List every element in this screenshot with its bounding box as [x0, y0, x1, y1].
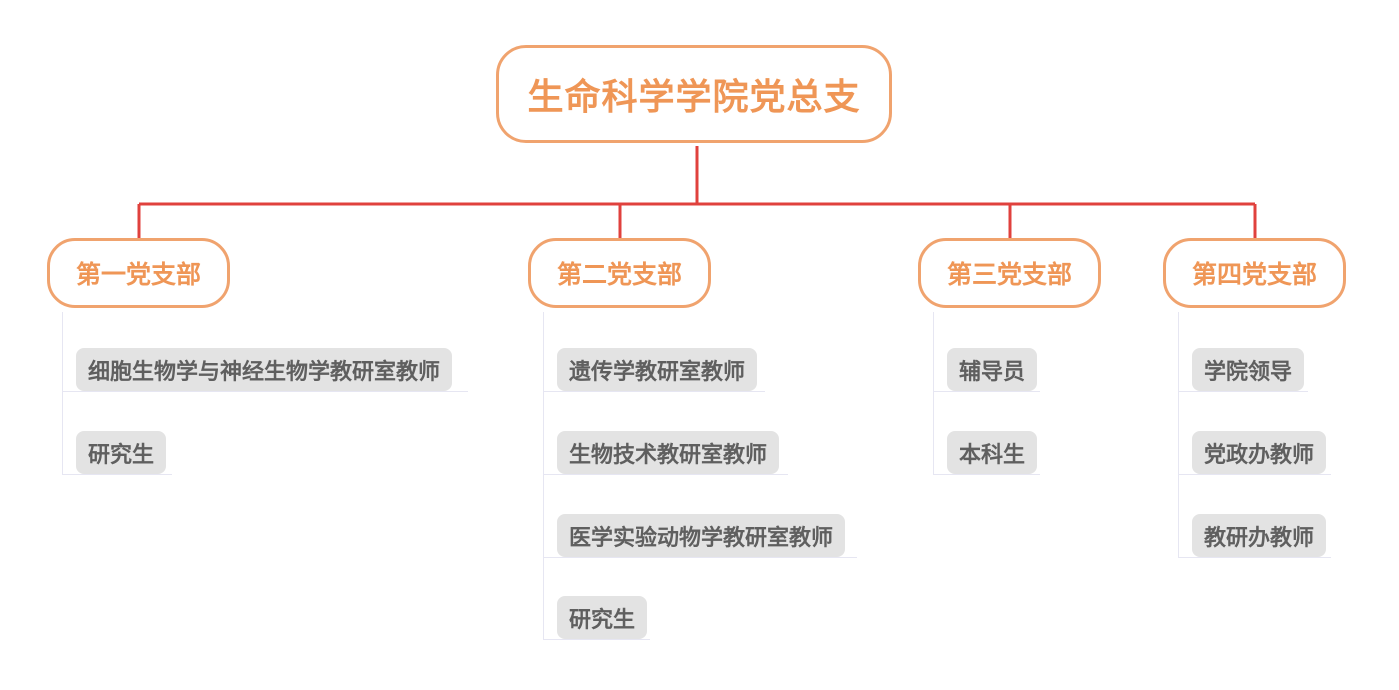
leaf-underline	[543, 639, 650, 640]
branch-node-3[interactable]: 第三党支部	[918, 238, 1101, 308]
leaf-node[interactable]: 本科生	[947, 431, 1038, 474]
leaf-node[interactable]: 遗传学教研室教师	[557, 348, 758, 391]
leaf-underline	[62, 391, 468, 392]
branch-node-1[interactable]: 第一党支部	[47, 238, 230, 308]
leaf-node[interactable]: 医学实验动物学教研室教师	[557, 514, 846, 557]
leaf-underline	[543, 391, 765, 392]
branch-node-4[interactable]: 第四党支部	[1163, 238, 1346, 308]
leaf-underline	[543, 474, 788, 475]
branch-4-child-line	[1178, 312, 1179, 557]
leaf-underline	[62, 474, 172, 475]
leaf-underline	[1178, 474, 1331, 475]
leaf-underline	[1178, 557, 1331, 558]
leaf-node[interactable]: 研究生	[557, 596, 648, 639]
leaf-node[interactable]: 党政办教师	[1192, 431, 1327, 474]
leaf-node[interactable]: 研究生	[76, 431, 167, 474]
branch-2-child-line	[543, 312, 544, 639]
branch-node-2[interactable]: 第二党支部	[528, 238, 711, 308]
leaf-node[interactable]: 细胞生物学与神经生物学教研室教师	[76, 348, 453, 391]
leaf-node[interactable]: 学院领导	[1192, 348, 1305, 391]
leaf-underline	[543, 557, 857, 558]
leaf-node[interactable]: 生物技术教研室教师	[557, 431, 780, 474]
leaf-underline	[1178, 391, 1308, 392]
branch-1-child-line	[62, 312, 63, 474]
leaf-node[interactable]: 教研办教师	[1192, 514, 1327, 557]
leaf-node[interactable]: 辅导员	[947, 348, 1038, 391]
leaf-underline	[933, 474, 1040, 475]
leaf-underline	[933, 391, 1040, 392]
branch-3-child-line	[933, 312, 934, 474]
root-node[interactable]: 生命科学学院党总支	[496, 45, 892, 143]
